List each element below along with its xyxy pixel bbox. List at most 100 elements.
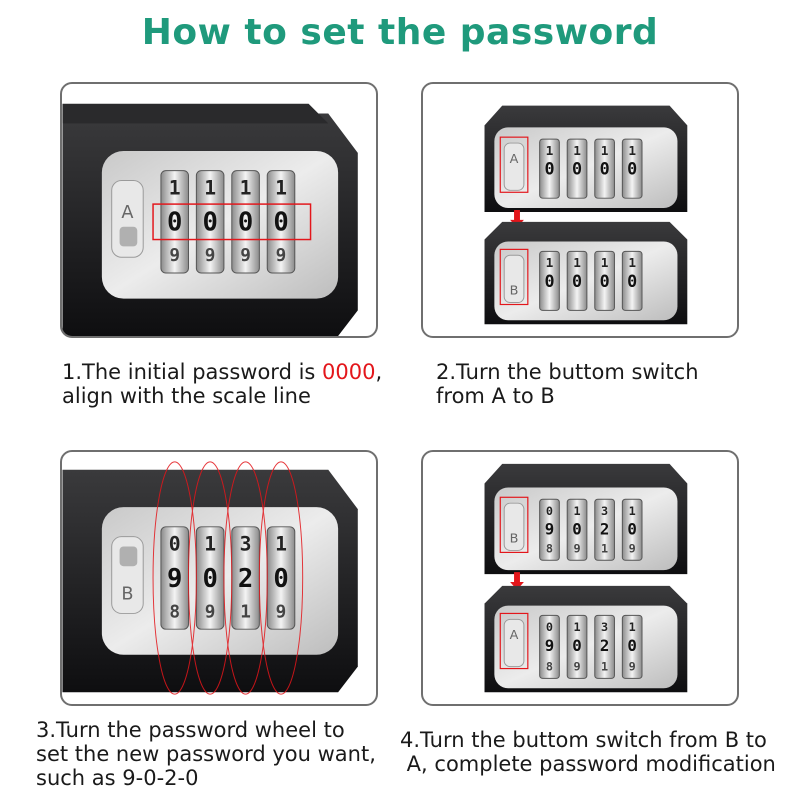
- bottom-lock-wheel4-bottom: 9: [629, 660, 636, 674]
- wheel2-bottom-digit: 9: [205, 246, 216, 266]
- top-lock-wheel4-digit: 0: [627, 159, 637, 179]
- top-switch-letter: B: [510, 532, 519, 547]
- step4-caption: 4.Turn the buttom switch from B to A, co…: [400, 728, 776, 776]
- step3-caption-line2: set the new password you want,: [36, 742, 376, 766]
- initial-password-highlight: 0000: [322, 360, 376, 384]
- wheel2-top-digit: 1: [204, 532, 216, 555]
- wheel2-bottom-digit: 9: [205, 602, 216, 622]
- wheel-group: [160, 526, 296, 630]
- bottom-lock-wheel4-digit: 0: [627, 636, 636, 655]
- step2-caption: 2.Turn the buttom switch from A to B: [436, 360, 699, 408]
- wheel1-top-digit: 1: [169, 176, 181, 199]
- top-lock-wheel2-top: 1: [573, 144, 581, 159]
- step2-caption-line2: from A to B: [436, 384, 555, 408]
- step3-caption-line3: such as 9-0-2-0: [36, 766, 199, 790]
- switch-knob: [119, 226, 138, 247]
- bottom-lock-wheel3-top: 3: [601, 620, 608, 634]
- rotation-arcs: [152, 461, 304, 695]
- switch-marker: [499, 136, 529, 193]
- step1-caption: 1.The initial password is 0000, align wi…: [62, 360, 382, 408]
- wheel3-digit: 2: [238, 564, 253, 594]
- top-lock-wheel3-top: 1: [601, 144, 609, 159]
- wheel2-digit: 0: [202, 208, 217, 238]
- wheel4-top-digit: 1: [275, 176, 287, 199]
- bottom-lock-wheel3-top: 1: [601, 256, 609, 271]
- top-lock-wheel1-digit: 9: [545, 520, 554, 539]
- bottom-lock-wheel3-digit: 0: [600, 271, 610, 291]
- lock-illustration-step4: B 0 1 3 1 9 0 2 0 8 9 1 9: [484, 463, 688, 693]
- step2-caption-line1: 2.Turn the buttom switch: [436, 360, 699, 384]
- bottom-lock-wheel2-digit: 0: [572, 636, 581, 655]
- wheel4-digit: 0: [273, 208, 288, 238]
- wheel3-bottom-digit: 1: [240, 602, 251, 622]
- bottom-lock-wheel2-digit: 0: [572, 271, 582, 291]
- top-lock-wheel2-digit: 0: [572, 159, 582, 179]
- step4-caption-line2: A, complete password modification: [400, 752, 776, 776]
- switch-marker: [499, 248, 529, 306]
- wheel1-top-digit: 0: [169, 532, 181, 555]
- bottom-lock-wheel1-bottom: 8: [546, 660, 553, 674]
- bottom-lock-wheel1-top: 0: [546, 620, 553, 634]
- top-lock-wheel1-bottom: 8: [546, 541, 553, 555]
- step1-text-a: 1.The initial password is: [62, 360, 323, 384]
- wheel4-bottom-digit: 9: [276, 602, 287, 622]
- wheel1-bottom-digit: 8: [169, 602, 180, 622]
- top-lock-wheel4-top: 1: [628, 144, 636, 159]
- step3-caption: 3.Turn the password wheel to set the new…: [36, 718, 376, 790]
- wheel2-top-digit: 1: [204, 176, 216, 199]
- top-lock-wheel1-top: 0: [546, 504, 553, 518]
- bottom-switch-letter: A: [510, 628, 519, 643]
- top-switch-letter: A: [510, 152, 519, 167]
- switch-knob: [119, 546, 138, 567]
- bottom-lock-wheel4-top: 1: [628, 256, 636, 271]
- step3-caption-line1: 3.Turn the password wheel to: [36, 718, 345, 742]
- bottom-lock-wheel2-bottom: 9: [573, 660, 580, 674]
- lock-illustration-step2: A 1 1 1 1 0 0 0 0 B: [484, 105, 688, 325]
- top-lock-wheel2-bottom: 9: [573, 541, 580, 555]
- bottom-lock-wheel2-top: 1: [573, 256, 581, 271]
- wheel4-bottom-digit: 9: [276, 246, 287, 266]
- top-lock-wheel4-bottom: 9: [629, 541, 636, 555]
- bottom-lock-wheel3-digit: 2: [600, 636, 609, 655]
- bottom-lock-wheel4-digit: 0: [627, 271, 637, 291]
- top-lock-wheel2-digit: 0: [572, 520, 581, 539]
- step3-image: B 0 1 3 1 9 0 2 0 8 9 1 9: [60, 450, 378, 706]
- switch-letter: B: [121, 585, 133, 605]
- wheel3-bottom-digit: 9: [240, 246, 251, 266]
- wheel2-digit: 0: [202, 564, 217, 594]
- lock-top: A 1 1 1 1 0 0 0 0: [484, 105, 688, 212]
- lock-bottom: A 0 1 3 1 9 0 2 0 8 9 1 9: [484, 585, 688, 693]
- wheel4-digit: 0: [273, 564, 288, 594]
- bottom-lock-wheel1-top: 1: [546, 256, 554, 271]
- bottom-lock-wheel1-digit: 9: [545, 636, 554, 655]
- bottom-lock-wheel3-bottom: 1: [601, 660, 608, 674]
- step2-image: A 1 1 1 1 0 0 0 0 B: [421, 82, 739, 338]
- switch-marker: [499, 612, 529, 670]
- wheel3-top-digit: 3: [240, 532, 252, 555]
- top-lock-wheel2-top: 1: [573, 504, 580, 518]
- step1-image: A 1 1 1 1 0 0 0 0 9 9 9 9: [60, 82, 378, 338]
- bottom-lock-wheel2-top: 1: [573, 620, 580, 634]
- step4-image: B 0 1 3 1 9 0 2 0 8 9 1 9: [421, 450, 739, 706]
- wheel3-digit: 0: [238, 208, 253, 238]
- bottom-lock-wheel4-top: 1: [629, 620, 636, 634]
- switch-letter: A: [121, 203, 133, 223]
- top-lock-wheel3-digit: 0: [600, 159, 610, 179]
- wheel4-top-digit: 1: [275, 532, 287, 555]
- top-lock-wheel3-top: 3: [601, 504, 608, 518]
- wheel1-digit: 9: [167, 564, 182, 594]
- lock-bottom: B 1 1 1 1 0 0 0 0: [484, 221, 688, 325]
- top-lock-wheel4-digit: 0: [627, 520, 636, 539]
- top-lock-wheel1-top: 1: [546, 144, 554, 159]
- top-lock-wheel4-top: 1: [629, 504, 636, 518]
- step1-caption-line2: align with the scale line: [62, 384, 311, 408]
- top-lock-wheel3-digit: 2: [600, 520, 609, 539]
- lock-illustration-step3: B 0 1 3 1 9 0 2 0 8 9 1 9: [62, 461, 358, 695]
- bottom-lock-wheel1-digit: 0: [544, 271, 554, 291]
- top-lock-wheel1-digit: 0: [544, 159, 554, 179]
- down-arrow-icon: [510, 572, 524, 590]
- step4-caption-line1: 4.Turn the buttom switch from B to: [400, 728, 767, 752]
- wheel-group: [160, 170, 296, 274]
- lock-top: B 0 1 3 1 9 0 2 0 8 9 1 9: [484, 463, 688, 575]
- wheel1-bottom-digit: 9: [169, 246, 180, 266]
